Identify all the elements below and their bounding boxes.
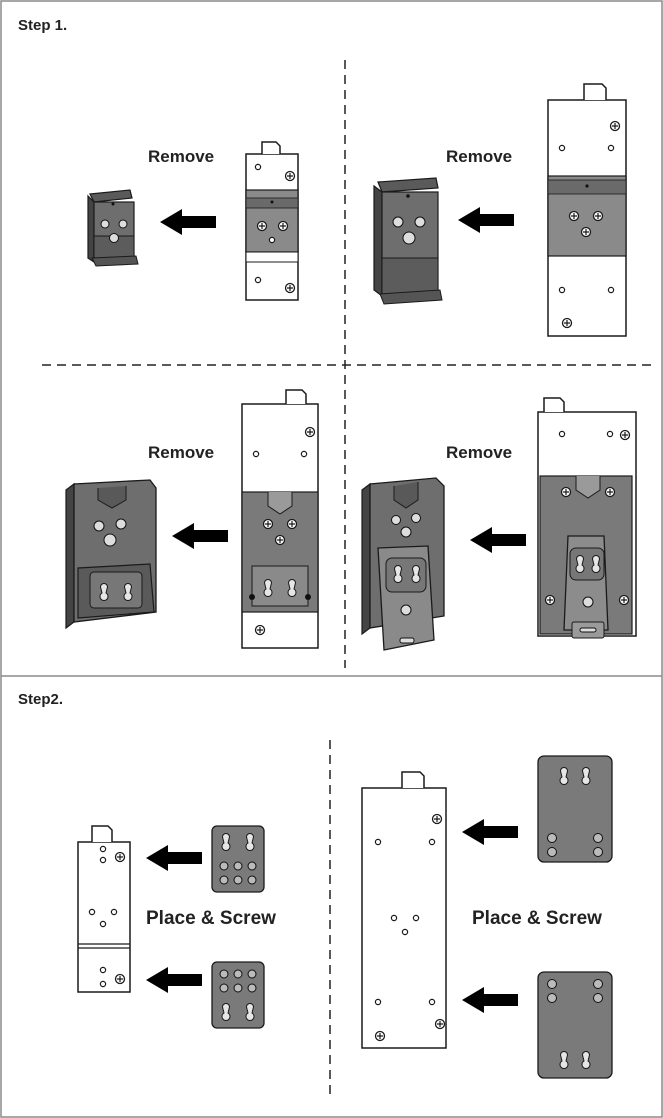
step1-panel-1-caption: Remove [148,147,214,166]
screw-icon [561,317,573,329]
din-rail-clip-icon [361,477,445,651]
screw-icon [431,813,443,825]
step1-panel-3: Remove [65,389,319,649]
screw-icon [374,1030,386,1042]
step1-panel-2-caption: Remove [446,147,512,166]
switch-body-icon [361,771,447,1049]
din-rail-clip-icon [373,177,443,305]
mounting-plate-icon [537,971,613,1079]
step2-panel-1: Place & Screw [77,825,276,1029]
screw-icon [304,426,316,438]
screw-icon [254,624,266,636]
step1-panel-1: Remove [87,141,299,301]
step1-panel-3-caption: Remove [148,443,214,462]
din-rail-clip-icon [65,479,157,630]
screw-icon [284,282,296,294]
switch-body-icon [241,389,319,649]
mounting-plate-icon [537,755,613,863]
mounting-plate-icon [211,825,265,893]
screw-icon [619,429,631,441]
screw-icon [434,1018,446,1030]
screw-icon [114,973,126,985]
step2-panel-2: Place & Screw [361,755,613,1079]
switch-body-icon [77,825,131,993]
switch-body-icon [547,83,627,337]
switch-body-icon [537,397,637,639]
step2-panel-1-caption: Place & Screw [146,908,276,929]
screw-icon [114,851,126,863]
step1-panel-4: Remove [361,397,637,651]
mounting-plate-icon [211,961,265,1029]
din-rail-clip-icon [87,189,139,267]
screw-icon [609,120,621,132]
screw-icon [284,170,296,182]
step1-panel-4-caption: Remove [446,443,512,462]
step1-title: Step 1. [18,17,67,34]
switch-body-icon [245,141,299,301]
step2-panel-2-caption: Place & Screw [472,908,602,929]
step2-title: Step2. [18,691,63,708]
step1-panel-2: Remove [373,83,627,337]
